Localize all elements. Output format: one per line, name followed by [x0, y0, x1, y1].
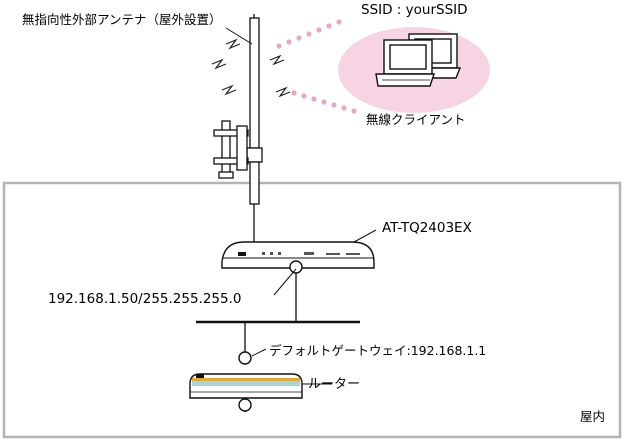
ssid-label: SSID : yourSSID: [361, 2, 468, 18]
antenna-label: 無指向性外部アンテナ（屋外設置）: [22, 12, 222, 27]
signal-zigzag-icons: [211, 38, 291, 98]
wireless-client-label: 無線クライアント: [366, 112, 466, 127]
router-port-icon: [238, 351, 252, 365]
antenna-icon: [213, 14, 263, 205]
gateway-label: デフォルトゲートウェイ:192.168.1.1: [269, 343, 486, 358]
router-uplink-port-icon: [238, 398, 252, 412]
signal-dots: [276, 19, 357, 114]
router-icon: [189, 373, 303, 399]
indoor-label: 屋内: [580, 409, 605, 424]
indoor-area-border: [2, 181, 622, 439]
ip-address-label: 192.168.1.50/255.255.255.0: [48, 291, 242, 307]
leader-lines: [225, 27, 377, 385]
laptop-icon: [375, 33, 462, 87]
access-point-device: [221, 241, 375, 269]
router-label: ルーター: [308, 377, 360, 392]
device-model-label: AT-TQ2403EX: [382, 220, 472, 236]
ap-port-icon: [289, 260, 303, 274]
